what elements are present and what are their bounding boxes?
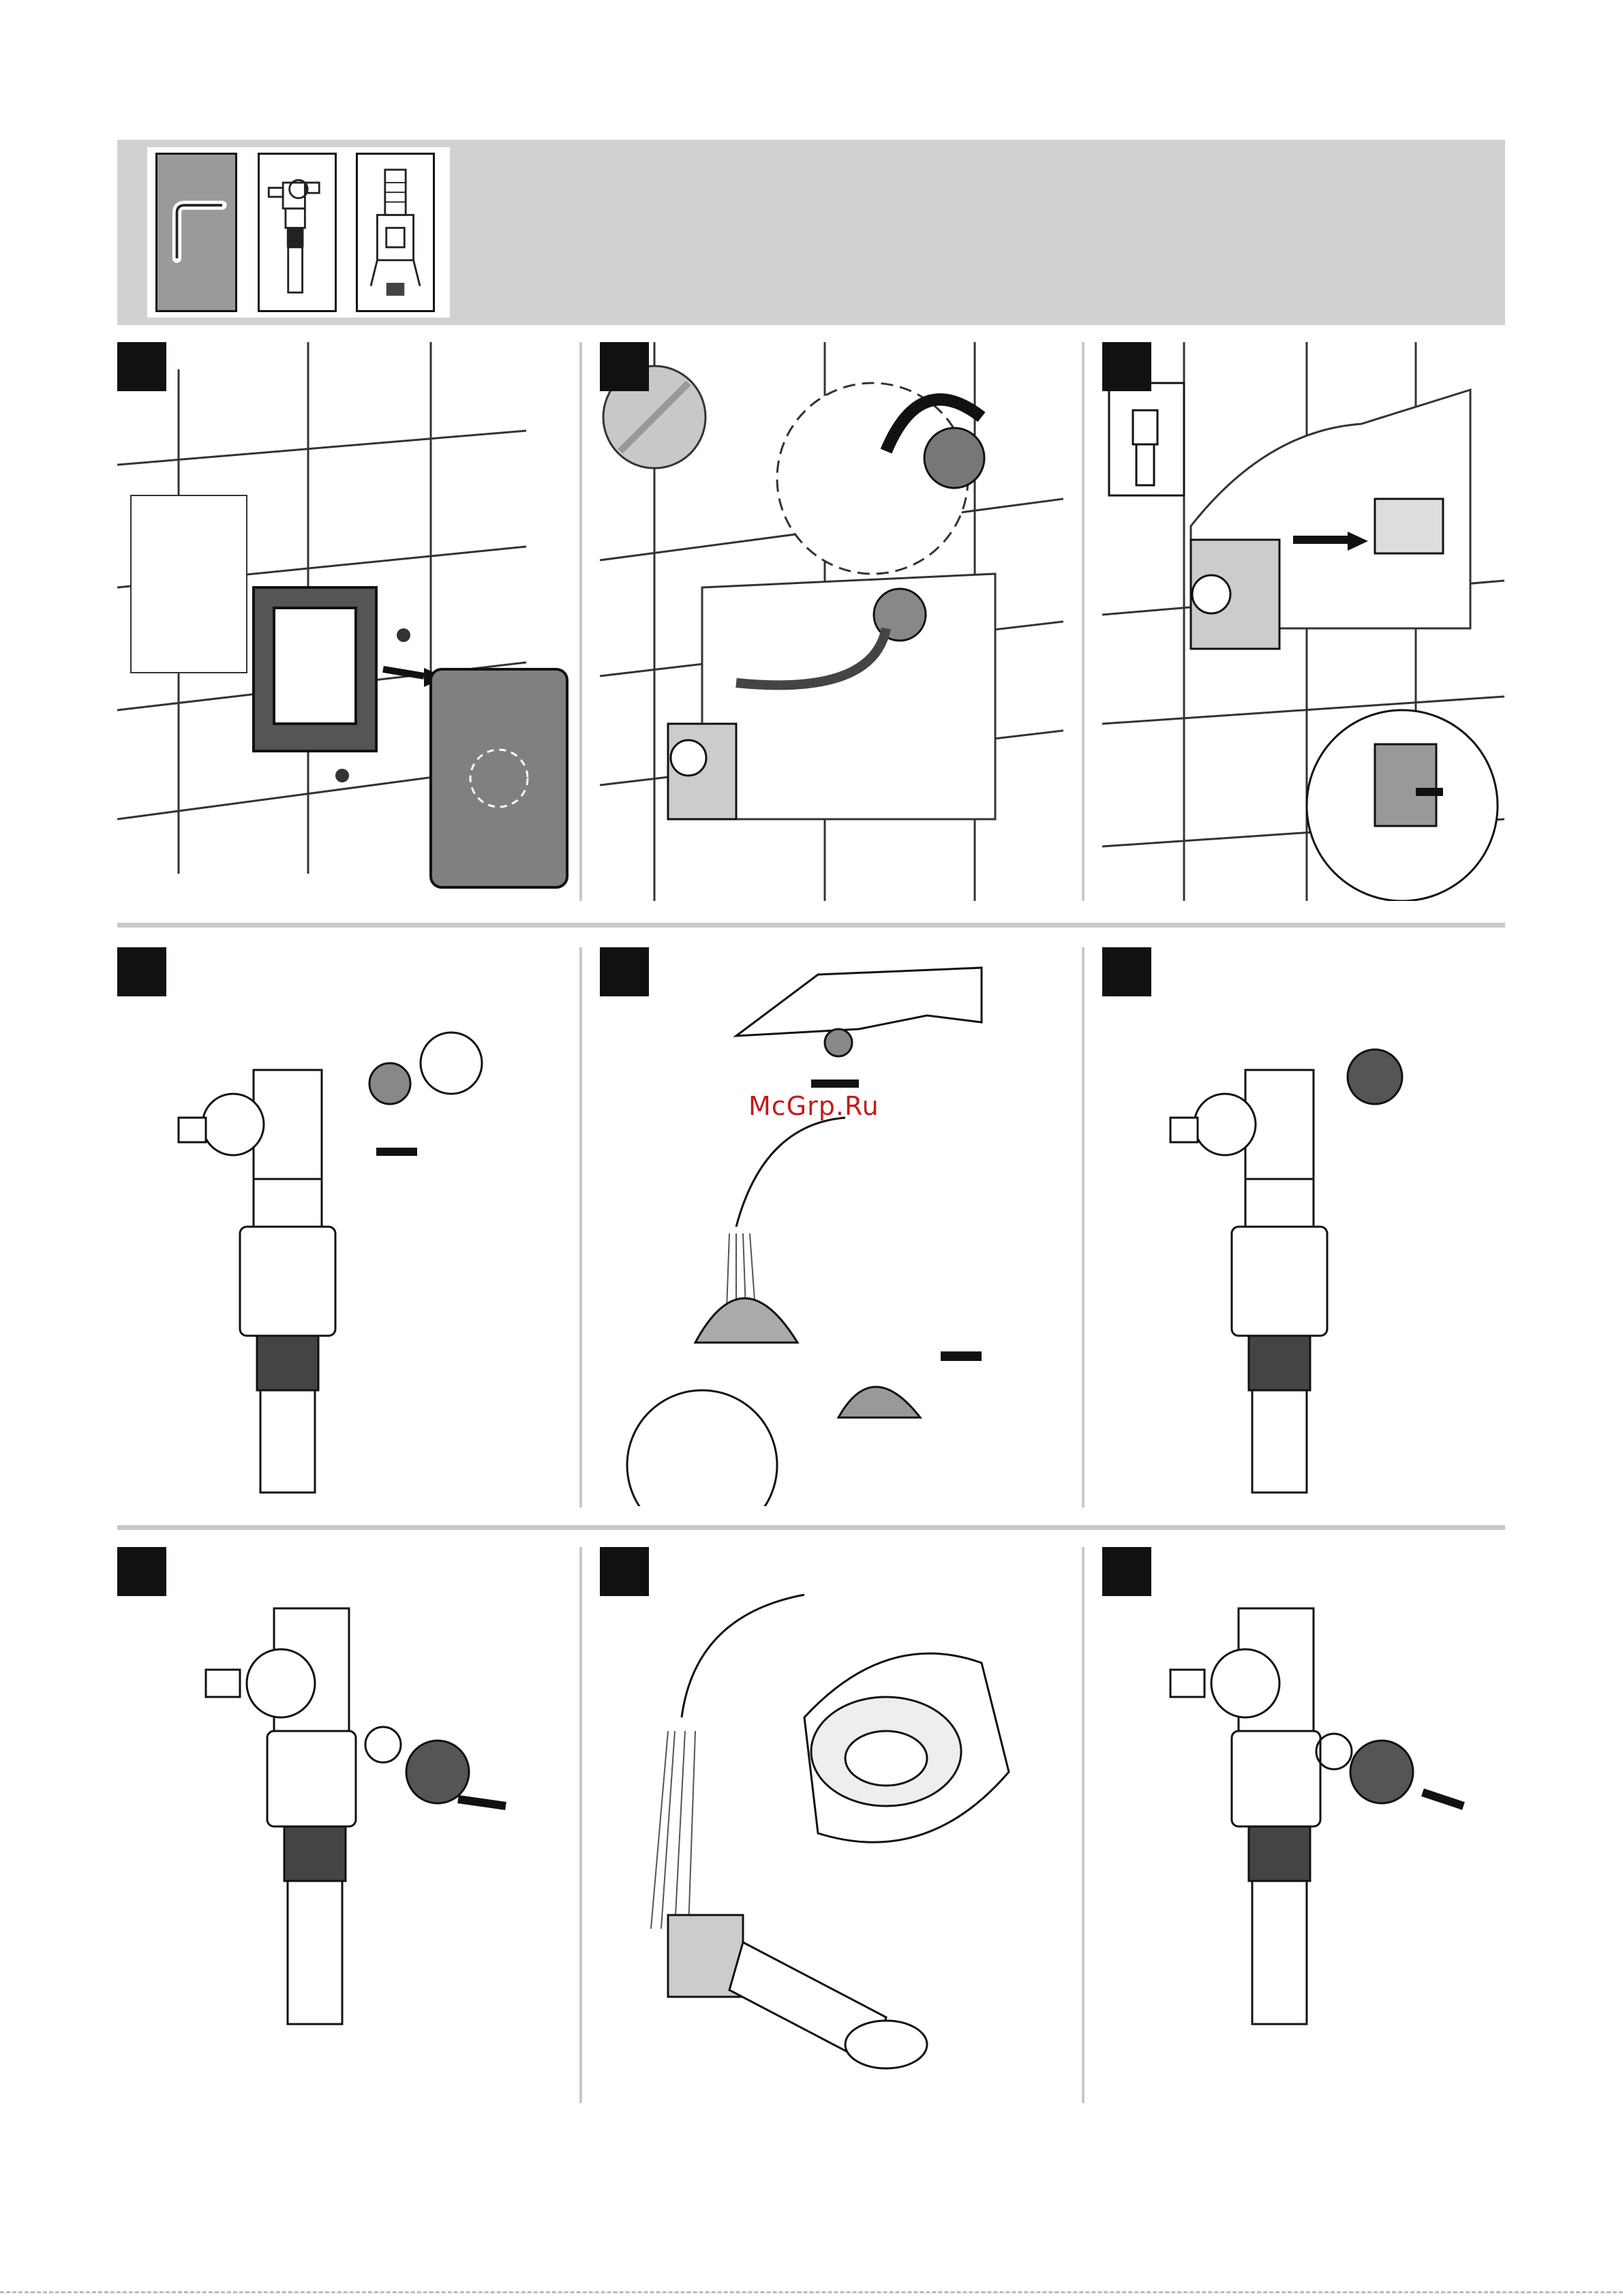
flush-valve-icon	[356, 153, 435, 312]
column-divider	[579, 947, 582, 1507]
step-panel-rinse-valve-body	[600, 1547, 1063, 2103]
row-divider	[117, 1525, 1505, 1530]
step-number-box	[1102, 1547, 1151, 1596]
step-panel-reassemble-valve-head	[1102, 947, 1504, 1506]
step-panel-refit-strainer	[1102, 1547, 1504, 2103]
row-divider	[117, 923, 1505, 928]
illustration-rinse-filter	[600, 947, 1063, 1506]
step-number-box	[117, 1547, 166, 1596]
illustration-remove-strainer	[117, 1547, 574, 2103]
column-divider	[579, 1547, 582, 2103]
hex-key-icon	[155, 153, 237, 312]
page-bottom-rule	[0, 2291, 1623, 2296]
illustration-open-valve-head	[117, 947, 574, 1506]
column-divider	[579, 342, 582, 901]
step-panel-remove-strainer	[117, 1547, 574, 2103]
step-panel-rinse-filter	[600, 947, 1063, 1506]
required-tools	[147, 147, 450, 318]
fill-valve-icon	[258, 153, 337, 312]
illustration-refit-strainer	[1102, 1547, 1504, 2103]
illustration-rinse-valve-body	[600, 1547, 1063, 2103]
illustration-disconnect-fill-valve	[1102, 342, 1504, 901]
watermark-text: McGrp.Ru	[748, 1091, 879, 1121]
column-divider	[1082, 342, 1084, 901]
illustration-reassemble-valve-head	[1102, 947, 1504, 1506]
column-divider	[1082, 1547, 1084, 2103]
illustration-remove-access-cover	[117, 342, 574, 901]
step-panel-close-water-supply	[600, 342, 1063, 901]
step-number-box	[117, 947, 166, 996]
step-number-box	[117, 342, 166, 391]
step-number-box	[600, 342, 649, 391]
step-number-box	[600, 947, 649, 996]
step-number-box	[600, 1547, 649, 1596]
step-panel-open-valve-head	[117, 947, 574, 1506]
step-panel-remove-access-cover	[117, 342, 574, 901]
step-number-box	[1102, 342, 1151, 391]
step-number-box	[1102, 947, 1151, 996]
step-panel-disconnect-fill-valve	[1102, 342, 1504, 901]
column-divider	[1082, 947, 1084, 1507]
illustration-close-water-supply	[600, 342, 1063, 901]
